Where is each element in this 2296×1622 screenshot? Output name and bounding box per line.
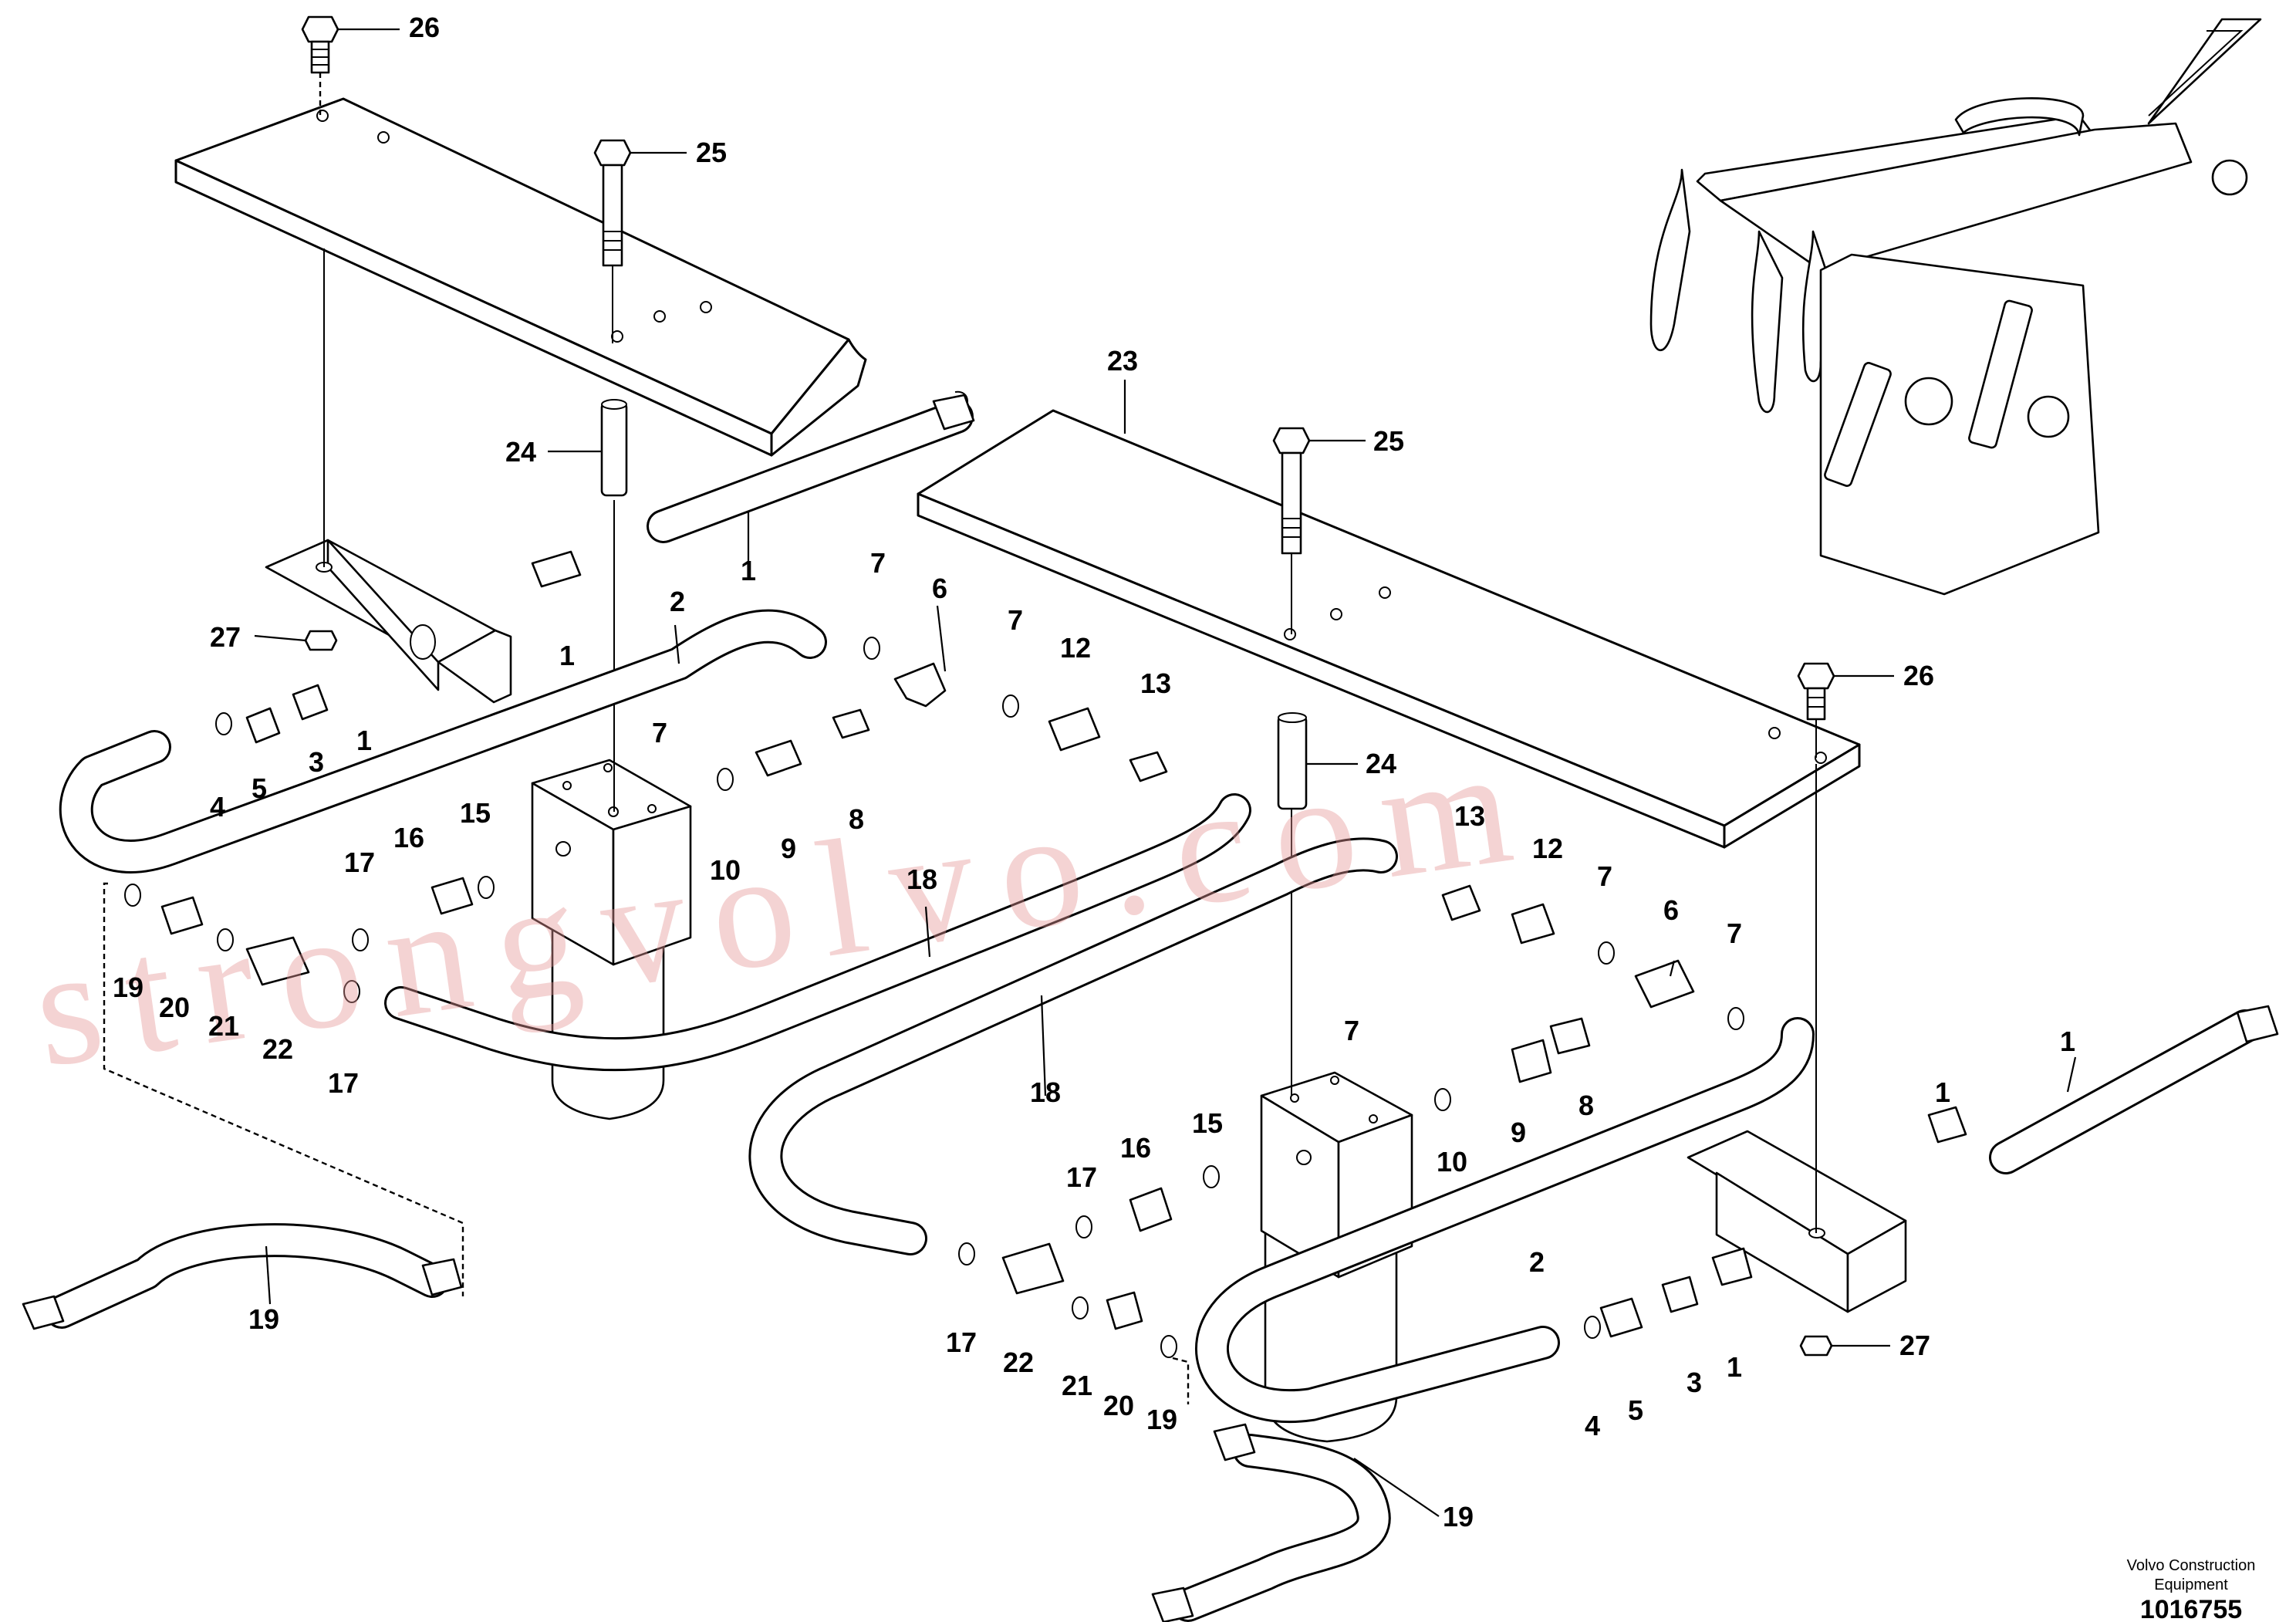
spacer-24-right [1277,712,1308,810]
hose-2-right [1195,1017,1815,1423]
callout-4-right: 4 [1585,1410,1600,1441]
drawing-footer: Volvo Construction Equipment 1016755 [2127,1557,2256,1622]
callout-26-right: 26 [1903,660,1934,691]
callout-18-left: 18 [907,863,937,895]
callout-7-a: 7 [870,547,886,579]
manufacturer-line-2: Equipment [2154,1576,2228,1593]
callout-22-left: 19 [248,1303,279,1335]
bracket-right [1687,764,1907,1357]
callout-24-left: 24 [505,436,536,468]
callout-2-left: 2 [670,586,685,617]
callout-20-left: 21 [208,1010,239,1042]
callout-14-right: 22 [1003,1347,1034,1378]
callout-10-left: 10 [710,854,741,886]
callout-11-right: 7 [1344,1015,1359,1046]
mounting-plate-left [174,97,867,457]
callout-21-left: 19 [113,972,144,1003]
hose-2-left [59,609,827,874]
callout-1-c: 1 [356,725,372,756]
callout-3-right: 3 [1687,1367,1702,1398]
callout-5-left: 5 [252,772,267,804]
callout-26-top: 26 [409,12,440,43]
callout-6-left: 6 [932,573,947,604]
callout-16-left: 12 [1060,632,1091,664]
callout-8-left: 8 [849,803,864,835]
callout-2-right: 2 [1529,1246,1545,1278]
hose-1-lower [1989,1005,2279,1174]
hose-1-upper [647,390,975,543]
callout-23: 23 [1107,345,1138,377]
callout-1-f: 1 [2060,1026,2075,1057]
bolt-25-right [1272,427,1311,634]
drawing-number: 1016755 [2140,1595,2242,1622]
bolt-26-right [1797,662,1835,758]
callout-5-right: 5 [1628,1394,1643,1426]
spacer-24-left [600,399,628,497]
callout-12-right: 16 [1120,1132,1151,1164]
callout-7-b: 7 [1008,604,1023,636]
bolt-25-left [593,139,632,343]
callout-15-left-b: 17 [328,1067,359,1099]
callout-1-b: 1 [559,640,575,671]
hose-22-left [22,1223,463,1330]
callout-7-c: 7 [1597,860,1612,892]
callout-16-right: 12 [1532,833,1563,864]
callout-labels: 26 25 24 23 25 24 26 27 27 1 1 1 2 3 4 5… [113,12,2075,1532]
callout-1-d: 1 [1727,1351,1742,1383]
callout-8-right: 8 [1578,1090,1594,1121]
callout-19-left: 20 [159,992,190,1023]
reference-link-21-right [1172,1357,1190,1404]
callout-12-left: 16 [393,822,424,853]
callout-1-a: 1 [741,555,756,586]
fittings [124,550,1967,1358]
callout-15-left-a: 17 [344,846,375,878]
callout-19-right: 20 [1103,1390,1134,1421]
callout-6-right: 6 [1663,894,1679,926]
reference-link-21-left [103,882,464,1296]
callout-25-left: 25 [696,137,727,168]
callout-7-d: 7 [1727,917,1742,949]
manufacturer-line-1: Volvo Construction [2127,1557,2256,1574]
callout-22-right: 19 [1443,1501,1474,1532]
callout-25-right: 25 [1373,425,1404,457]
callout-4-left: 4 [210,791,225,823]
loader-boom-assembly-icon [1649,18,2262,596]
callout-9-left: 9 [781,833,796,864]
callout-3-left: 3 [309,746,324,778]
callout-13-left: 15 [460,797,491,829]
callout-15-right-a: 17 [1066,1161,1097,1193]
junction-block-11-left [531,500,692,1120]
callout-13-right: 15 [1192,1107,1223,1139]
callout-17-right: 13 [1454,800,1485,832]
mounting-plate-right [917,409,1861,849]
hose-22-right [1151,1423,1391,1622]
hose-18-left [384,793,1251,1072]
callout-17-left: 13 [1140,667,1171,699]
callout-10-right: 10 [1437,1146,1467,1178]
callout-leaders [254,28,2077,1517]
callout-24-right: 24 [1366,748,1396,779]
bolt-26-left [301,15,339,116]
callout-27-right: 27 [1899,1330,1930,1361]
callout-11-left: 7 [652,717,667,748]
callout-18-mid: 18 [1030,1076,1061,1108]
bracket-left [265,248,512,704]
callout-20-right: 21 [1062,1370,1092,1401]
callout-9-right: 9 [1511,1117,1526,1148]
callout-15-right-b: 17 [946,1326,977,1358]
callout-1-e: 1 [1935,1076,1950,1108]
hose-18-right [748,837,1398,1255]
callout-21-right: 19 [1146,1404,1177,1435]
callout-27-left: 27 [210,621,241,653]
callout-14-left: 22 [262,1033,293,1065]
